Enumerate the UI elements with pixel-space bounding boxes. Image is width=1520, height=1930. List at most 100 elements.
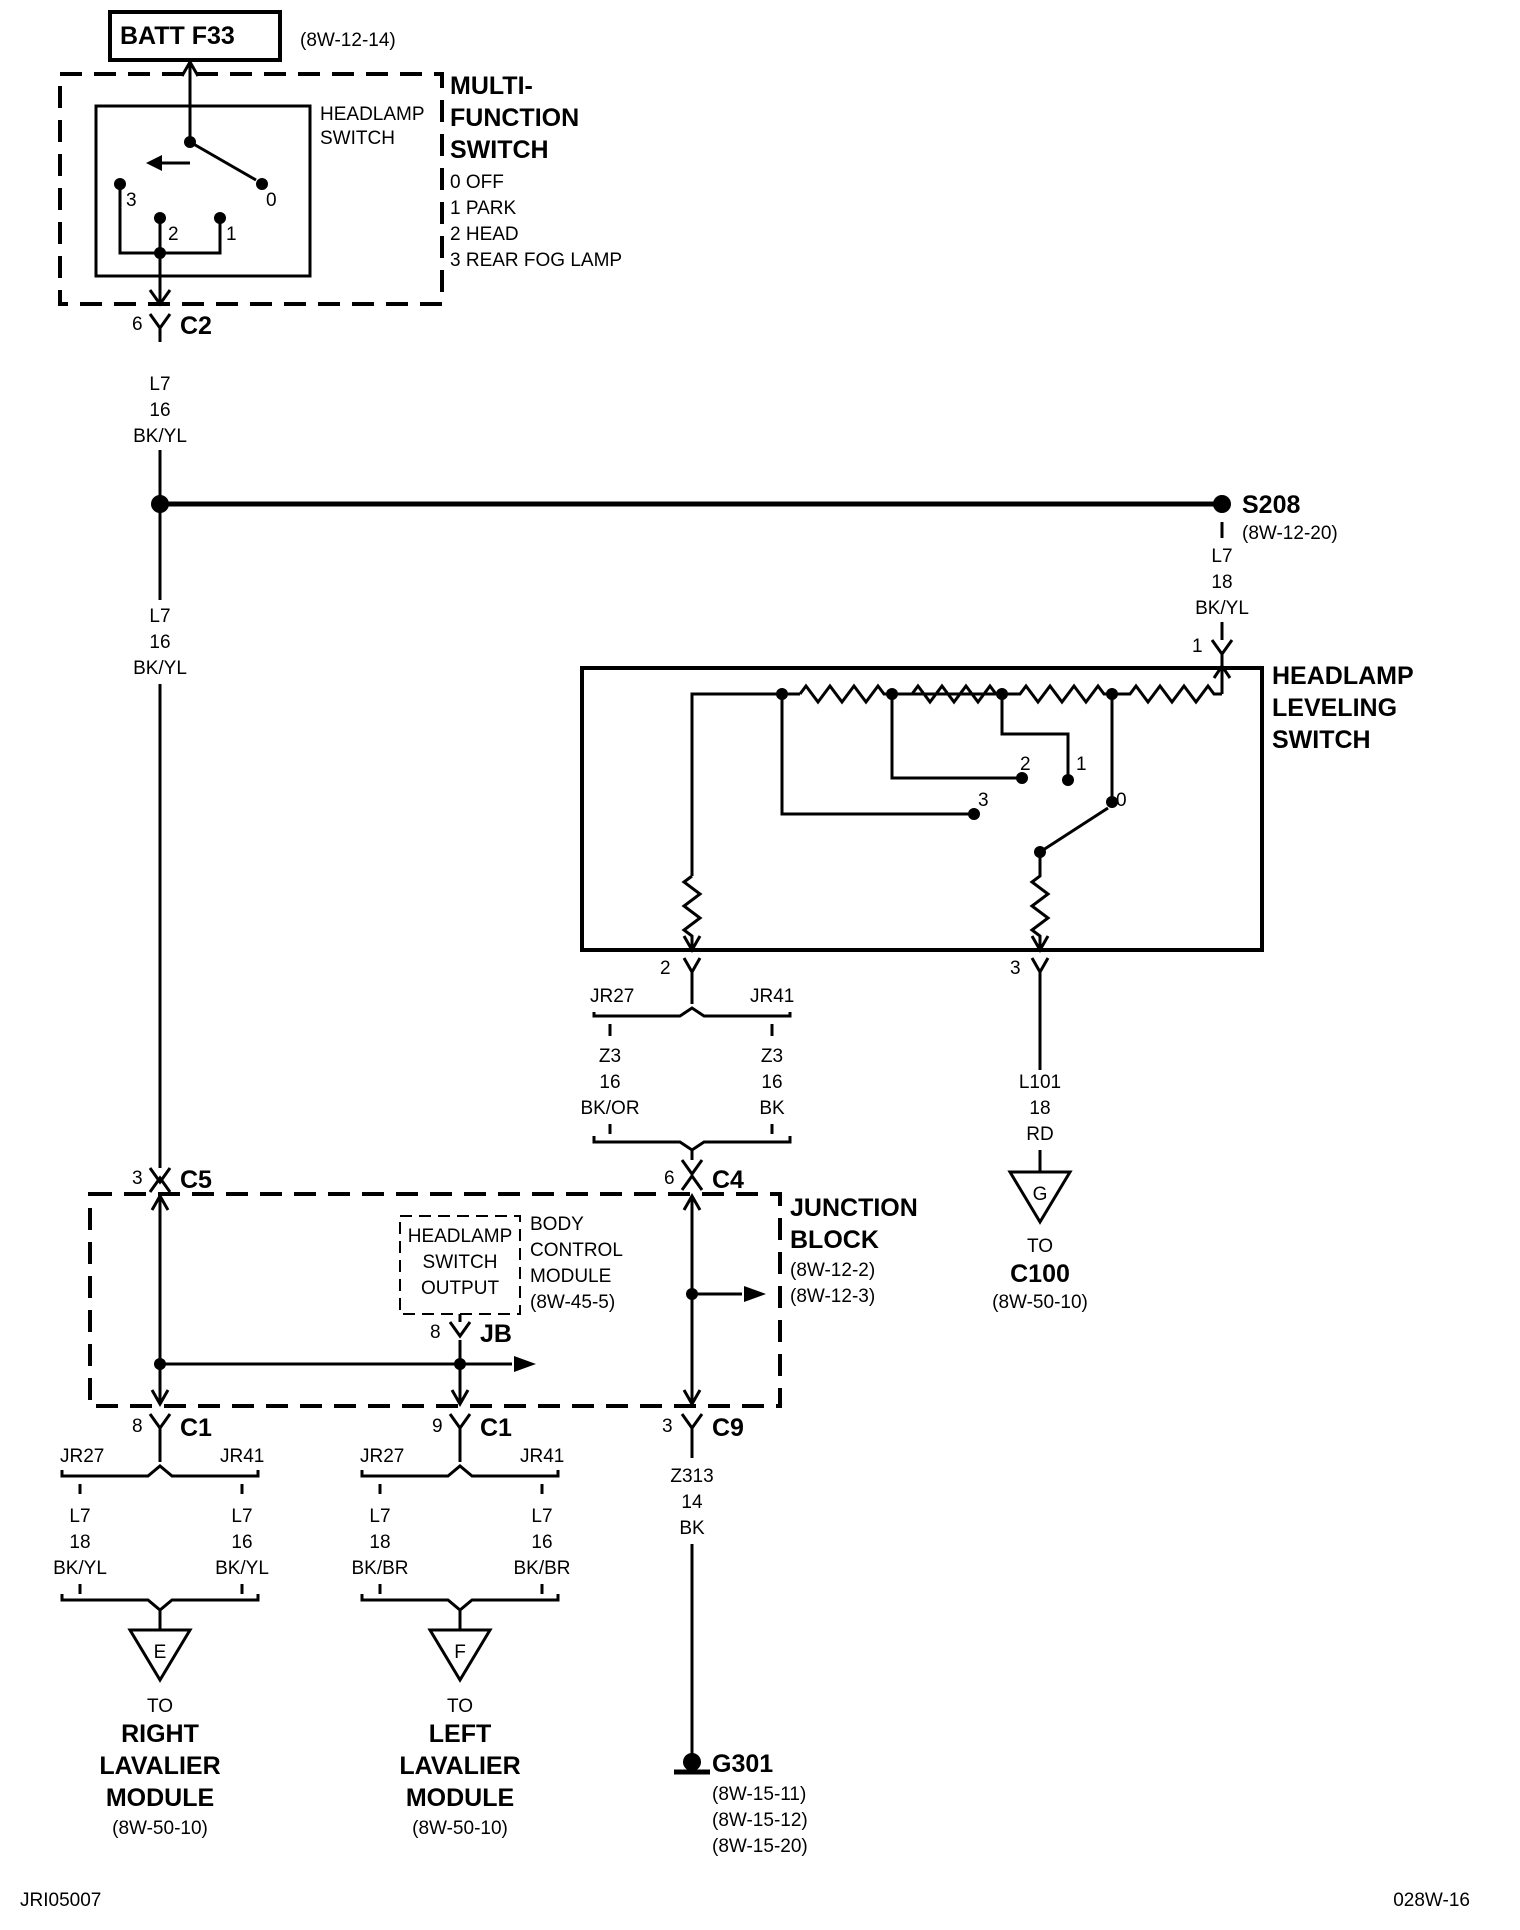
svg-text:JR41: JR41 bbox=[520, 1446, 564, 1467]
multifunction-dashed-boundary bbox=[58, 72, 444, 306]
svg-text:MODULE: MODULE bbox=[106, 1784, 214, 1812]
svg-text:(8W-45-5): (8W-45-5) bbox=[530, 1292, 615, 1313]
svg-text:14: 14 bbox=[681, 1492, 703, 1513]
dest-f: F TO LEFT LAVALIER MODULE (8W-50-10) bbox=[399, 1628, 521, 1839]
svg-text:RD: RD bbox=[1026, 1124, 1053, 1145]
leveling-title-2: LEVELING bbox=[1272, 694, 1397, 722]
svg-text:18: 18 bbox=[69, 1532, 90, 1553]
svg-text:L7: L7 bbox=[369, 1506, 390, 1527]
svg-text:C1: C1 bbox=[180, 1414, 212, 1442]
svg-text:16: 16 bbox=[761, 1072, 782, 1093]
svg-text:BK/YL: BK/YL bbox=[1195, 598, 1249, 619]
svg-text:2: 2 bbox=[660, 958, 671, 979]
junction-dashed-boundary bbox=[88, 1192, 782, 1408]
c2-pin: 6 bbox=[132, 314, 143, 335]
multifunction-title-3: SWITCH bbox=[450, 136, 549, 164]
ground-g: G TO C100 (8W-50-10) bbox=[992, 1170, 1088, 1313]
headlamp-switch-label-2: SWITCH bbox=[320, 128, 395, 149]
headlamp-switch-label-1: HEADLAMP bbox=[320, 104, 425, 125]
svg-text:(8W-15-20): (8W-15-20) bbox=[712, 1836, 808, 1857]
wire-l101: L101 18 RD bbox=[1019, 1072, 1061, 1145]
junction-block: 3 C5 6 C4 JUNCTION BLOCK (8W-12-2) (8W-1… bbox=[88, 1159, 918, 1462]
svg-text:(8W-50-10): (8W-50-10) bbox=[112, 1818, 208, 1839]
svg-text:16: 16 bbox=[531, 1532, 552, 1553]
svg-text:JR27: JR27 bbox=[360, 1446, 404, 1467]
connector-c2: 6 C2 bbox=[132, 289, 212, 342]
svg-text:(8W-12-3): (8W-12-3) bbox=[790, 1286, 875, 1307]
svg-text:F: F bbox=[454, 1642, 466, 1663]
svg-text:3: 3 bbox=[662, 1416, 673, 1437]
svg-text:BK: BK bbox=[759, 1098, 785, 1119]
wire-z313: Z313 14 BK bbox=[670, 1466, 713, 1539]
svg-text:BK/YL: BK/YL bbox=[133, 426, 187, 447]
svg-text:2: 2 bbox=[1020, 754, 1031, 775]
leveling-box bbox=[580, 666, 1264, 952]
wire-l7-a: L7 16 BK/YL bbox=[133, 374, 187, 447]
svg-text:6: 6 bbox=[664, 1168, 675, 1189]
headlamp-switch-box bbox=[94, 104, 312, 278]
multifunction-switch: 3 2 1 0 HEADLAMP SWITCH MULTI- FUNCTION … bbox=[58, 58, 622, 306]
wire-l7-c: L7 18 BK/YL bbox=[1195, 546, 1249, 619]
footer-left: JRI05007 bbox=[20, 1890, 101, 1911]
svg-text:HEADLAMP: HEADLAMP bbox=[408, 1226, 513, 1247]
svg-text:3: 3 bbox=[978, 790, 989, 811]
level-contact-1 bbox=[1062, 774, 1074, 786]
contact-0-label: 0 bbox=[266, 190, 277, 211]
svg-text:(8W-50-10): (8W-50-10) bbox=[412, 1818, 508, 1839]
svg-text:16: 16 bbox=[599, 1072, 620, 1093]
level-contact-2 bbox=[1016, 772, 1028, 784]
svg-text:L7: L7 bbox=[149, 606, 170, 627]
svg-text:L7: L7 bbox=[231, 1506, 252, 1527]
svg-text:TO: TO bbox=[447, 1696, 473, 1717]
svg-text:C100: C100 bbox=[1010, 1260, 1070, 1288]
multifunction-title-2: FUNCTION bbox=[450, 104, 579, 132]
contact-2-label: 2 bbox=[168, 224, 179, 245]
wire-l7-b: L7 16 BK/YL bbox=[133, 606, 187, 679]
s208-ref: (8W-12-20) bbox=[1242, 523, 1338, 544]
c2-name: C2 bbox=[180, 312, 212, 340]
svg-text:Z3: Z3 bbox=[761, 1046, 783, 1067]
svg-text:LEFT: LEFT bbox=[429, 1720, 492, 1748]
multifunction-title-1: MULTI- bbox=[450, 72, 533, 100]
svg-text:Z3: Z3 bbox=[599, 1046, 621, 1067]
svg-text:18: 18 bbox=[369, 1532, 390, 1553]
svg-text:G: G bbox=[1033, 1184, 1048, 1205]
svg-text:L7: L7 bbox=[1211, 546, 1232, 567]
position-1: 1 PARK bbox=[450, 198, 517, 219]
ground-g301: G301 (8W-15-11) (8W-15-12) (8W-15-20) bbox=[674, 1750, 808, 1857]
svg-text:JB: JB bbox=[480, 1320, 512, 1348]
batt-ref: (8W-12-14) bbox=[300, 30, 396, 51]
svg-text:JR27: JR27 bbox=[60, 1446, 104, 1467]
level-contact-3 bbox=[968, 808, 980, 820]
svg-text:CONTROL: CONTROL bbox=[530, 1240, 623, 1261]
leveling-pin-1: 1 bbox=[1192, 636, 1203, 657]
svg-text:L101: L101 bbox=[1019, 1072, 1061, 1093]
contact-0 bbox=[256, 178, 268, 190]
svg-text:0: 0 bbox=[1116, 790, 1127, 811]
svg-text:16: 16 bbox=[149, 632, 170, 653]
svg-text:(8W-15-12): (8W-15-12) bbox=[712, 1810, 808, 1831]
svg-text:L7: L7 bbox=[69, 1506, 90, 1527]
svg-text:TO: TO bbox=[1027, 1236, 1053, 1257]
position-3: 3 REAR FOG LAMP bbox=[450, 250, 622, 271]
position-2: 2 HEAD bbox=[450, 224, 519, 245]
batt-box bbox=[108, 10, 282, 62]
svg-text:C9: C9 bbox=[712, 1414, 744, 1442]
svg-text:BK/BR: BK/BR bbox=[351, 1558, 408, 1579]
svg-text:(8W-12-2): (8W-12-2) bbox=[790, 1260, 875, 1281]
footer-right: 028W-16 bbox=[1393, 1890, 1470, 1911]
svg-text:3: 3 bbox=[132, 1168, 143, 1189]
svg-text:(8W-50-10): (8W-50-10) bbox=[992, 1292, 1088, 1313]
svg-text:BK: BK bbox=[679, 1518, 705, 1539]
svg-text:E: E bbox=[154, 1642, 167, 1663]
svg-text:BODY: BODY bbox=[530, 1214, 584, 1235]
leveling-pin-3-connector: 3 bbox=[1010, 935, 1050, 1070]
z3-option-bracket: JR27 JR41 Z3 16 BK/OR Z3 16 BK bbox=[580, 986, 794, 1160]
leveling-title-1: HEADLAMP bbox=[1272, 662, 1414, 690]
svg-text:C4: C4 bbox=[712, 1166, 744, 1194]
svg-text:LAVALIER: LAVALIER bbox=[399, 1752, 520, 1780]
headlamp-leveling-switch: 1 HEADLAMP LEVELING SWITCH 3 2 bbox=[580, 636, 1414, 952]
svg-text:BK/YL: BK/YL bbox=[53, 1558, 107, 1579]
svg-text:3: 3 bbox=[1010, 958, 1021, 979]
